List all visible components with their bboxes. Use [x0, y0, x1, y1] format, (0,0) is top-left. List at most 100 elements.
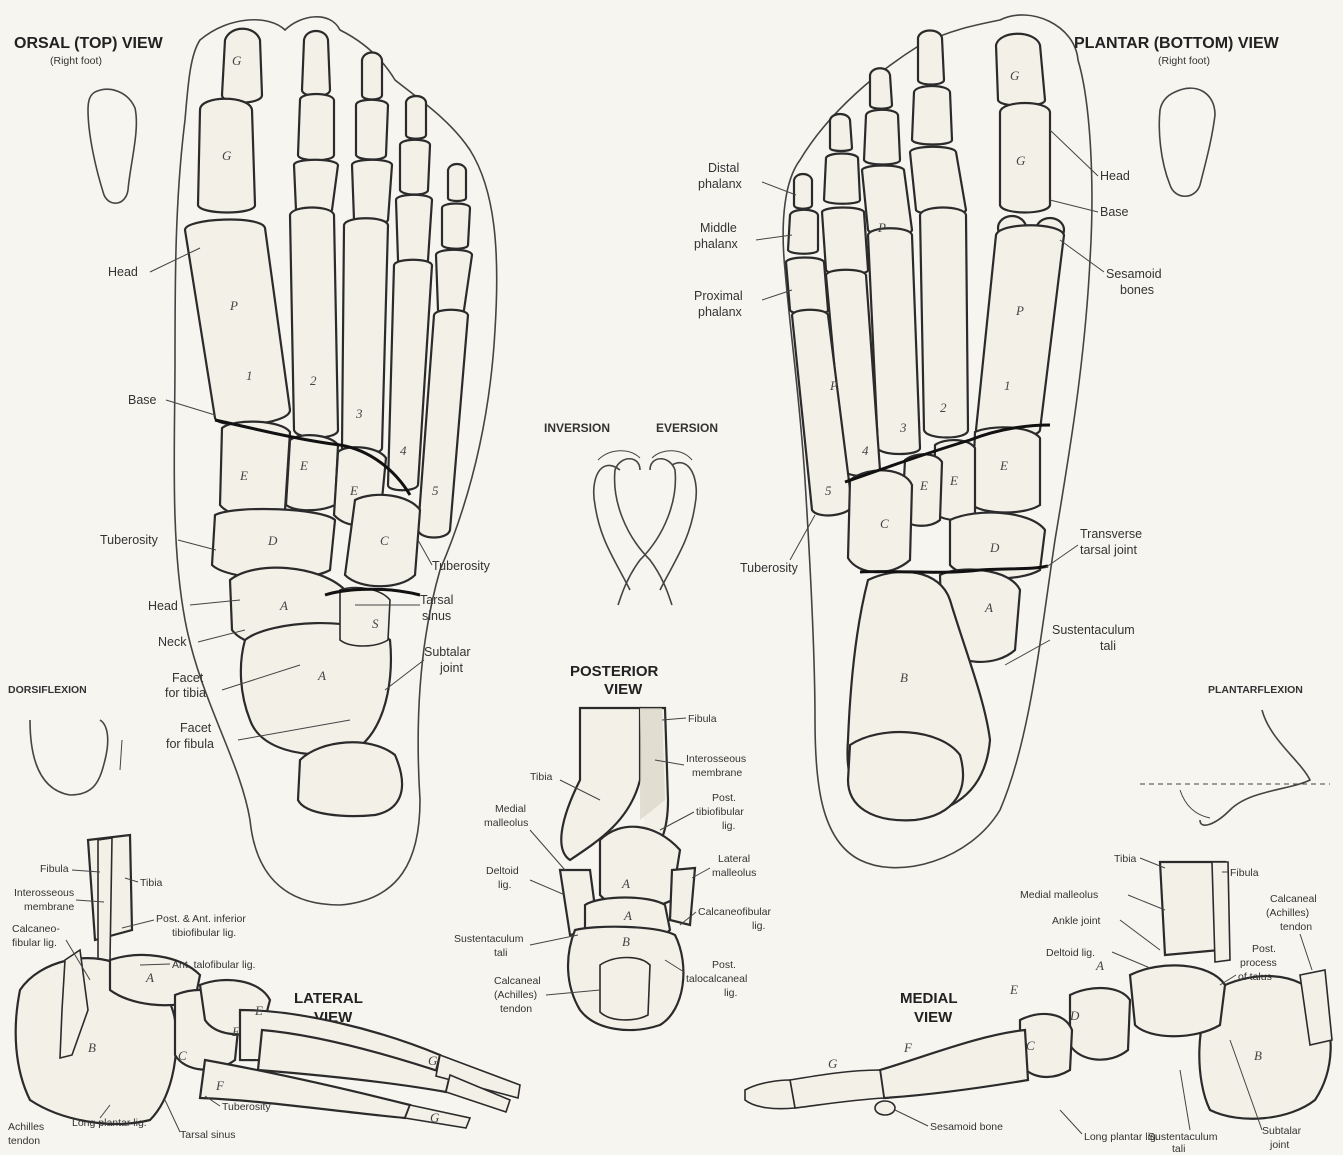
plantar-label-sesamoid-2: bones: [1120, 283, 1154, 297]
posterior-label-sust-1: Sustentaculum: [454, 933, 524, 945]
plantar-met-3: 3: [899, 420, 907, 435]
dorsal-label-tuberosity-right: Tuberosity: [432, 559, 491, 573]
medial-label-sust-1: Sustentaculum: [1148, 1131, 1218, 1143]
posterior-label-post-tib-3: lig.: [722, 820, 735, 832]
plantar-tarsals: [847, 427, 1045, 820]
plantar-label-head: Head: [1100, 169, 1130, 183]
plantar-label-proximal-1: Proximal: [694, 289, 743, 303]
plantar-label-middle-1: Middle: [700, 221, 737, 235]
plantar-view: G G P 1 2 3 4 5 E E E C D A B P P PLANTA…: [694, 15, 1280, 868]
plantar-label-base: Base: [1100, 205, 1129, 219]
posterior-label-deltoid-1: Deltoid: [486, 865, 519, 877]
medial-label-post-proc-1: Post.: [1252, 943, 1276, 955]
plantar-label-sustentaculum-2: tali: [1100, 639, 1116, 653]
plantar-letter-e3: E: [919, 478, 928, 493]
lateral-label-fibula: Fibula: [40, 863, 69, 875]
dorsal-label-neck: Neck: [158, 635, 187, 649]
plantar-letter-b: B: [900, 670, 908, 685]
medial-label-subtalar-2: joint: [1269, 1139, 1289, 1151]
lateral-label-post-ant-1: Post. & Ant. inferior: [156, 913, 246, 925]
lateral-label-interosseous-2: membrane: [24, 901, 74, 913]
medial-label-post-proc-2: process: [1240, 957, 1277, 969]
dorsiflexion-arrow: [120, 740, 122, 770]
plantar-met-1: 1: [1004, 378, 1011, 393]
posterior-view: POSTERIOR VIEW A A B Fibula Interosseous…: [454, 663, 771, 1030]
lateral-label-achilles-2: tendon: [8, 1135, 40, 1147]
plantar-letter-p1: P: [1015, 303, 1024, 318]
dorsal-letter-a2: A: [317, 668, 326, 683]
dorsal-letter-e3: E: [349, 483, 358, 498]
dorsal-met-5: 5: [432, 483, 439, 498]
dorsal-label-subtalar-2: joint: [439, 661, 463, 675]
medial-label-sust-2: tali: [1172, 1143, 1185, 1155]
posterior-letter-b: B: [622, 934, 630, 949]
posterior-label-medial-mall-2: malleolus: [484, 817, 528, 829]
plantarflexion-arrow: [1180, 790, 1210, 818]
posterior-achilles: [600, 958, 650, 1020]
dorsal-label-tuberosity-left: Tuberosity: [100, 533, 159, 547]
posterior-label-deltoid-2: lig.: [498, 879, 511, 891]
posterior-title-1: POSTERIOR: [570, 663, 659, 680]
dorsal-met-1: 1: [246, 368, 253, 383]
posterior-label-medial-mall-1: Medial: [495, 803, 526, 815]
medial-met-1: [880, 1030, 1028, 1098]
lateral-label-tarsal-sinus: Tarsal sinus: [180, 1129, 235, 1141]
plantar-label-sesamoid-1: Sesamoid: [1106, 267, 1162, 281]
posterior-label-post-tib-1: Post.: [712, 792, 736, 804]
posterior-label-post-talo-1: Post.: [712, 959, 736, 971]
medial-phalanx-1: [790, 1070, 884, 1108]
dorsal-label-facet-tibia-2: for tibia: [165, 686, 206, 700]
lateral-letter-e2: E: [254, 1003, 263, 1018]
eversion-foot-outline-2: [618, 459, 675, 605]
lateral-letter-a: A: [145, 970, 154, 985]
lateral-letter-b: B: [88, 1040, 96, 1055]
plantarflexion-figure: PLANTARFLEXION: [1140, 684, 1330, 825]
medial-label-deltoid: Deltoid lig.: [1046, 947, 1095, 959]
medial-sesamoid: [875, 1101, 895, 1115]
dorsal-met-4: 4: [400, 443, 407, 458]
eversion-label: EVERSION: [656, 421, 718, 435]
posterior-talus: [600, 827, 680, 909]
medial-label-tibia: Tibia: [1114, 853, 1137, 865]
lateral-fibula: [98, 838, 112, 962]
posterior-label-fibula: Fibula: [688, 713, 717, 725]
plantar-letter-p2: P: [877, 220, 886, 235]
lateral-letter-f: F: [215, 1078, 225, 1093]
posterior-label-sust-2: tali: [494, 947, 507, 959]
posterior-label-interosseous-1: Interosseous: [686, 753, 746, 765]
plantar-subtitle: (Right foot): [1158, 55, 1210, 67]
medial-letter-f: F: [903, 1040, 913, 1055]
posterior-label-lateral-mall-1: Lateral: [718, 853, 750, 865]
posterior-label-calcaneofibular-2: lig.: [752, 920, 765, 932]
lateral-label-long-plantar: Long plantar lig.: [72, 1117, 147, 1129]
posterior-label-calc-2: (Achilles): [494, 989, 537, 1001]
dorsal-title: ORSAL (TOP) VIEW: [14, 35, 164, 52]
dorsiflexion-figure: DORSIFLEXION: [8, 684, 122, 795]
medial-letter-c: C: [1026, 1038, 1035, 1053]
medial-label-medial-mall: Medial malleolus: [1020, 889, 1098, 901]
lateral-letter-e: E: [231, 1024, 240, 1039]
medial-letter-b: B: [1254, 1048, 1262, 1063]
lateral-label-post-ant-2: tibiofibular lig.: [172, 927, 236, 939]
medial-navicular: [1070, 988, 1130, 1060]
medial-fibula: [1212, 862, 1230, 962]
medial-label-ankle-joint: Ankle joint: [1052, 915, 1101, 927]
medial-title-1: MEDIAL: [900, 990, 958, 1007]
plantar-letter-c: C: [880, 516, 889, 531]
medial-letter-a: A: [1095, 958, 1104, 973]
posterior-label-post-talo-3: lig.: [724, 987, 737, 999]
medial-label-calc-3: tendon: [1280, 921, 1312, 933]
lateral-label-interosseous-1: Interosseous: [14, 887, 74, 899]
dorsal-letter-s: S: [372, 616, 379, 631]
plantar-label-transverse-2: tarsal joint: [1080, 543, 1137, 557]
plantar-letter-e1: E: [999, 458, 1008, 473]
dorsal-letter-g2: G: [222, 148, 232, 163]
lateral-label-calcfib-1: Calcaneo-: [12, 923, 60, 935]
medial-phalanx-2: [745, 1080, 795, 1109]
lateral-label-tibia: Tibia: [140, 877, 163, 889]
posterior-label-calcaneofibular-1: Calcaneofibular: [698, 906, 771, 918]
posterior-label-post-tib-2: tibiofibular: [696, 806, 744, 818]
inversion-label: INVERSION: [544, 421, 610, 435]
dorsal-label-tarsal-sinus-2: sinus: [422, 609, 451, 623]
